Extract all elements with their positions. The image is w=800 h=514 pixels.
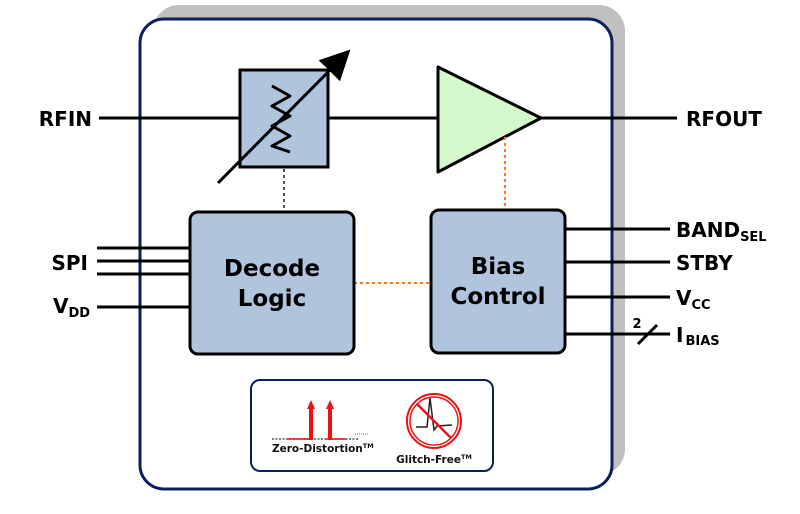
decode-logic-block: Decode Logic [188,210,356,356]
pin-label-stby: STBY [676,251,733,275]
pin-label-bandsel: BANDSEL [676,218,767,245]
pin-label-vcc-sub: CC [691,298,710,313]
pin-label-rfout: RFOUT [686,107,762,131]
attenuator-block [216,49,351,185]
zero-distortion-icon [272,400,369,440]
pin-label-vdd-sub: DD [68,306,90,321]
pin-label-vdd-main: V [53,294,69,318]
ibias-bus-width: 2 [632,317,641,332]
bias-control-label-1: Bias [471,254,526,280]
glitch-free-icon [406,393,462,449]
pin-label-vcc: VCC [676,286,711,313]
glitch-free-tm: TM [461,453,472,461]
decode-logic-label-1: Decode [224,256,320,282]
bias-control-label-2: Control [450,284,545,310]
glitch-free-label: Glitch-FreeTM [396,453,472,466]
bus-slash-icon [636,323,659,346]
pin-label-ibias-sub: BIAS [685,334,719,349]
pin-label-bandsel-main: BAND [676,218,740,242]
decode-logic-label-2: Logic [238,286,306,312]
bias-control-block: Bias Control [429,208,567,355]
pin-label-bandsel-sub: SEL [740,230,767,245]
pin-label-vcc-main: V [676,286,692,310]
pin-label-rfin: RFIN [39,107,92,131]
pin-label-spi: SPI [51,251,88,275]
zero-distortion-text: Zero-Distortion [272,443,363,455]
pin-label-ibias-main: I [676,323,683,347]
amplifier-triangle [436,65,543,174]
feature-panel: Zero-DistortionTM Glitch-FreeTM [250,379,494,472]
pin-label-vdd: VDD [53,294,90,321]
variable-arrow-icon [216,49,351,185]
zero-distortion-tm: TM [363,442,374,450]
zero-distortion-label: Zero-DistortionTM [272,442,374,455]
glitch-free-text: Glitch-Free [396,454,461,466]
